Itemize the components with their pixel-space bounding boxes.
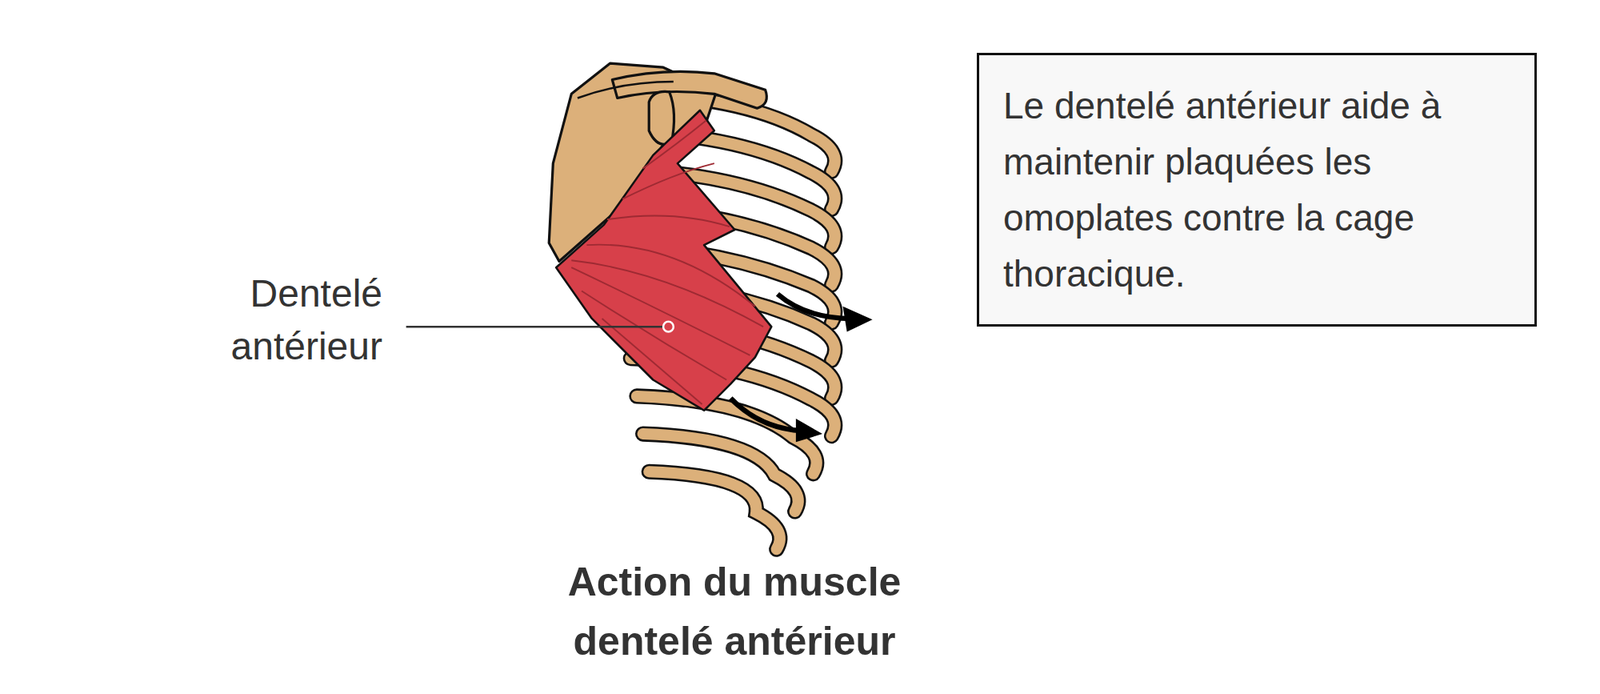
figure-caption: Action du muscle dentelé antérieur (518, 552, 951, 671)
coracoid (648, 91, 674, 144)
part-label: Dentelé antérieur (142, 267, 383, 373)
rib-outline (648, 471, 780, 549)
leader-line (406, 325, 665, 328)
leader-dot (663, 321, 674, 332)
note-text: Le dentelé antérieur aide à maintenir pl… (1003, 77, 1511, 302)
action-arrow (730, 293, 872, 442)
rib (648, 471, 780, 549)
clavicle (612, 71, 767, 108)
note-box: Le dentelé antérieur aide à maintenir pl… (976, 52, 1537, 327)
scapula-edge (577, 81, 674, 98)
muscle-fibres (571, 120, 764, 405)
serratus-anterior (556, 110, 772, 411)
